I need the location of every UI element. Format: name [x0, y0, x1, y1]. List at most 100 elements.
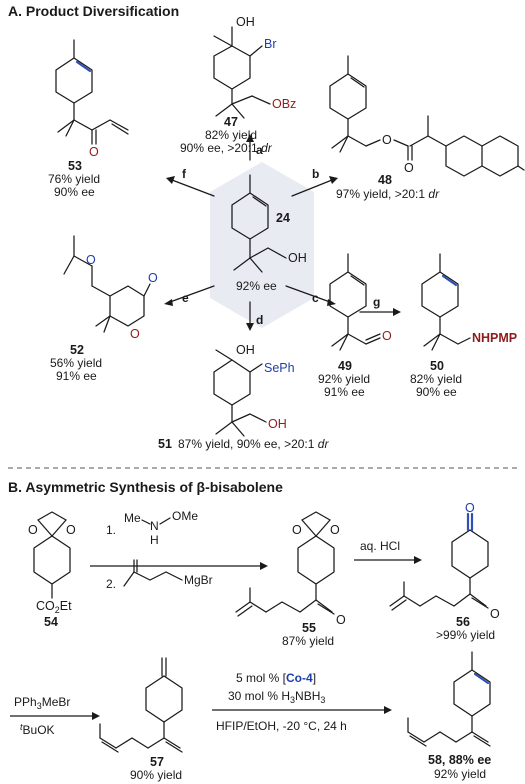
compound-57 [99, 657, 183, 753]
arrow-label-g: g [373, 295, 380, 309]
compound-47-number: 47 [224, 115, 238, 129]
step1-amine-bonds [141, 517, 171, 525]
compound-56-yield: >99% yield [436, 628, 495, 642]
step1-me: Me [124, 511, 141, 525]
compound-51-oh2: OH [268, 417, 287, 431]
compound-47-yield: 82% yield [205, 128, 257, 142]
step1-n1: 1. [106, 523, 116, 537]
step4-reductant: 30 mol % H3NBH3 [228, 689, 325, 705]
step3-reagent1: PPh3MeBr [14, 695, 70, 711]
compound-55-o2: O [330, 523, 340, 537]
compound-57-number: 57 [150, 755, 164, 769]
compound-55-o3: O [336, 613, 346, 627]
compound-52-o3: O [130, 327, 140, 341]
compound-49-number: 49 [338, 359, 352, 373]
compound-52 [63, 235, 151, 333]
arrow-label-c: c [312, 291, 319, 305]
step4-arrowhead [384, 706, 392, 714]
compound-48-number: 48 [378, 173, 392, 187]
compound-48-o1: O [382, 133, 392, 147]
compound-51-number: 51 [158, 437, 172, 451]
step3-arrowhead [92, 712, 100, 720]
compound-53-number: 53 [68, 159, 82, 173]
compound-50-number: 50 [430, 359, 444, 373]
center-hexagon [210, 162, 314, 328]
compound-49-yield: 92% yield [318, 372, 370, 386]
compound-51-seph: SePh [264, 361, 295, 375]
arrow-label-a: a [256, 143, 263, 157]
step1-n: N [150, 519, 159, 533]
compound-52-o1: O [86, 253, 96, 267]
compound-24-number: 24 [276, 211, 290, 225]
compound-48-yield: 97% yield, >20:1 dr [336, 187, 440, 201]
step1-arrowhead [260, 562, 268, 570]
compound-56 [389, 529, 489, 611]
compound-52-o2: O [148, 271, 158, 285]
compound-50 [421, 253, 471, 351]
compound-52-ee: 91% ee [56, 369, 97, 383]
compound-54 [33, 511, 71, 599]
section-b-title: B. Asymmetric Synthesis of β-bisabolene [8, 479, 283, 495]
compound-55-number: 55 [302, 621, 316, 635]
compound-47 [213, 26, 271, 119]
compound-50-yield: 82% yield [410, 372, 462, 386]
arrows-a-to-f [169, 139, 396, 326]
compound-55-yield: 87% yield [282, 634, 334, 648]
step2-arrowhead [414, 556, 422, 564]
compound-58 [407, 651, 491, 747]
compound-58-yield: 92% yield [434, 767, 486, 781]
compound-24-ee: 92% ee [236, 279, 277, 293]
compound-58-ring-alkene [473, 672, 490, 685]
compound-56-ketone-bond [466, 512, 474, 532]
compound-48 [329, 55, 525, 177]
compound-47-br: Br [264, 37, 277, 51]
step1-h: H [150, 533, 159, 547]
compound-24-oh: OH [288, 251, 307, 265]
compound-55-o1: O [292, 523, 302, 537]
step1-ome: OMe [172, 509, 198, 523]
step3-reagent2: tBuOK [20, 722, 55, 737]
compound-55 [235, 511, 335, 617]
arrow-label-d: d [256, 313, 263, 327]
arrow-label-b: b [312, 167, 319, 181]
compound-49 [329, 253, 381, 351]
arrow-label-e: e [182, 291, 189, 305]
compound-48-o2: O [404, 161, 414, 175]
compound-56-number: 56 [456, 615, 470, 629]
compound-52-yield: 56% yield [50, 356, 102, 370]
compound-54-number: 54 [44, 615, 58, 629]
arrowheads [164, 134, 401, 331]
compound-50-nhpmp: NHPMP [472, 331, 517, 345]
compound-58-number: 58, 88% ee [428, 753, 491, 767]
compound-49-ee: 91% ee [324, 385, 365, 399]
step1-n2: 2. [106, 577, 116, 591]
compound-51 [213, 349, 267, 437]
compound-53-ee: 90% ee [54, 185, 95, 199]
compound-47-ee: 90% ee, >20:1 dr [180, 141, 273, 155]
compound-49-o: O [382, 329, 392, 343]
compound-54-ester: CO2Et [36, 599, 72, 615]
arrow-label-f: f [182, 167, 187, 181]
compound-53-yield: 76% yield [48, 172, 100, 186]
compound-53 [55, 39, 129, 145]
step2-reagent: aq. HCl [360, 539, 400, 553]
step1-mgbr: MgBr [184, 573, 213, 587]
compound-52-number: 52 [70, 343, 84, 357]
compound-47-oh: OH [236, 15, 255, 29]
section-a-title: A. Product Diversification [8, 3, 179, 19]
compound-51-oh: OH [236, 343, 255, 357]
compound-47-obz: OBz [272, 97, 296, 111]
compound-51-yield: 87% yield, 90% ee, >20:1 dr [178, 437, 329, 451]
compound-56-o2: O [490, 607, 500, 621]
compound-57-yield: 90% yield [130, 768, 182, 782]
step4-conditions: HFIP/EtOH, -20 °C, 24 h [216, 719, 347, 733]
compound-24 [231, 174, 287, 273]
compound-53-o: O [89, 145, 99, 159]
compound-54-o1: O [28, 523, 38, 537]
compound-50-ee: 90% ee [416, 385, 457, 399]
step1-grignard [123, 559, 183, 587]
step4-catalyst: 5 mol % [Co-4] [236, 671, 316, 685]
compound-56-o1: O [465, 501, 475, 515]
compound-54-o2: O [66, 523, 76, 537]
